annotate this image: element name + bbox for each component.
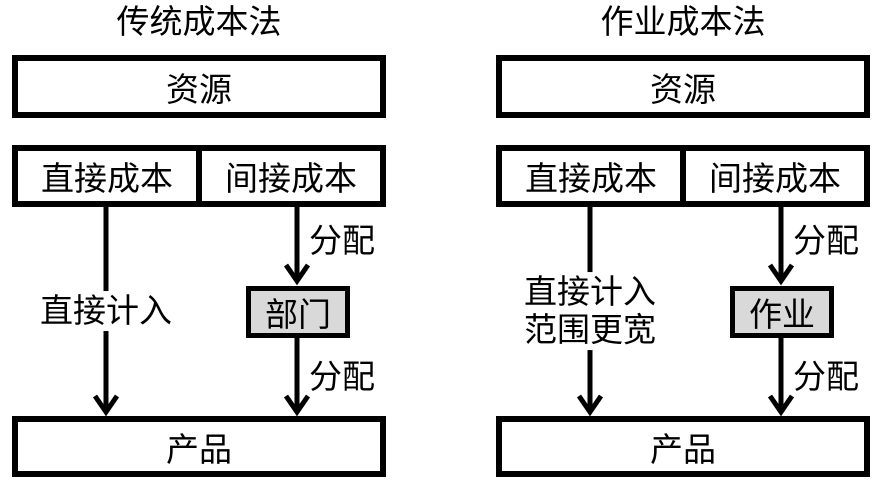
intermediate-box-activity: 作业 — [730, 286, 834, 338]
cost-split-row: 直接成本 间接成本 — [496, 145, 870, 207]
allocate-label-bottom: 分配 — [309, 358, 375, 395]
product-label: 产品 — [650, 430, 716, 468]
diagram-title: 作业成本法 — [600, 3, 766, 40]
allocate-label-bottom: 分配 — [793, 358, 859, 395]
indirect-cost-label: 间接成本 — [225, 160, 357, 197]
indirect-cost-box: 间接成本 — [680, 151, 864, 201]
intermediate-box-department: 部门 — [246, 286, 350, 338]
allocate-label-top: 分配 — [309, 222, 375, 259]
resource-box: 资源 — [496, 55, 870, 118]
product-box: 产品 — [496, 416, 870, 477]
direct-cost-box: 直接成本 — [18, 151, 196, 201]
direct-entry-label-line2: 范围更宽 — [524, 311, 656, 348]
diagram-traditional-costing: 传统成本法 资源 直接成本 间接成本 直接计入 分配 部门 分配 产品 — [12, 0, 386, 491]
direct-entry-label: 直接计入 — [36, 291, 176, 331]
allocate-arrow-bottom — [767, 338, 795, 417]
direct-cost-box: 直接成本 — [502, 151, 680, 201]
direct-cost-label: 直接成本 — [41, 160, 173, 197]
diagram-activity-based-costing: 作业成本法 资源 直接成本 间接成本 直接计入 范围更宽 分配 作业 分配 产品 — [496, 0, 870, 491]
product-label: 产品 — [166, 430, 232, 468]
allocate-arrow-top — [283, 207, 311, 286]
allocate-arrow-top — [767, 207, 795, 286]
resource-box: 资源 — [12, 55, 386, 118]
direct-entry-label-line1: 直接计入 — [524, 273, 656, 311]
resource-label: 资源 — [166, 70, 232, 108]
resource-label: 资源 — [650, 70, 716, 108]
indirect-cost-label: 间接成本 — [709, 160, 841, 197]
allocate-arrow-bottom — [283, 338, 311, 417]
product-box: 产品 — [12, 416, 386, 477]
diagram-title: 传统成本法 — [116, 3, 282, 40]
direct-entry-label-line1: 直接计入 — [40, 292, 172, 330]
direct-entry-label: 直接计入 范围更宽 — [520, 272, 660, 350]
cost-split-row: 直接成本 间接成本 — [12, 145, 386, 207]
allocate-label-top: 分配 — [793, 222, 859, 259]
indirect-cost-box: 间接成本 — [196, 151, 380, 201]
direct-cost-label: 直接成本 — [525, 160, 657, 197]
